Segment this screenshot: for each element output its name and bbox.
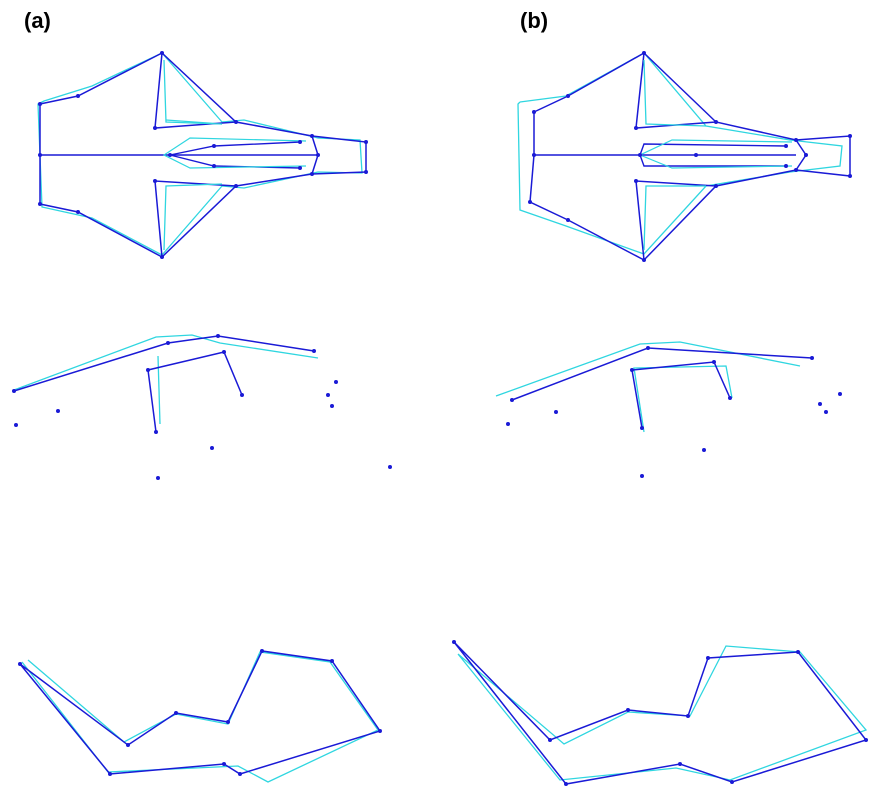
panel-a-top-reference-lower-notch xyxy=(163,183,223,251)
panel-a-side-fitted-points xyxy=(12,334,392,480)
panel-a-front-fitted-points xyxy=(18,649,382,776)
panel-a-top-fitted-points xyxy=(38,51,368,259)
panel-a-top-fitted-lower-notch xyxy=(154,180,237,258)
panel-a-side-view xyxy=(12,334,392,480)
panel-label-b: (b) xyxy=(520,8,549,33)
panel-b-top-reference-outline xyxy=(517,52,843,255)
panel-b-top-reference-lower-notch xyxy=(643,185,706,251)
panel-b xyxy=(452,51,868,786)
panel-b-front-fitted-points xyxy=(452,640,868,786)
panel-a-side-fitted-outline xyxy=(13,335,315,392)
panel-b-top-reference-inner-fork xyxy=(638,139,793,169)
panel-a-top-fitted-upper-notch xyxy=(154,52,237,129)
panel-b-front-view xyxy=(452,640,868,786)
panel-b-front-fitted-outline xyxy=(453,641,868,785)
panel-a-front-reference-outline xyxy=(21,651,379,783)
panel-b-top-fitted-lower-notch xyxy=(635,180,717,261)
panel-a-side-reference-inner xyxy=(157,355,161,425)
panel-a-side-reference-outline xyxy=(13,334,319,391)
panel-b-side-fitted-points xyxy=(506,346,842,478)
panel-b-side-reference-inner xyxy=(633,365,733,433)
panel-a-top-reference-inner-fork xyxy=(162,137,307,169)
panel-b-top-fitted-outline xyxy=(529,52,851,261)
panel-a-top-reference-upper-notch xyxy=(163,59,223,125)
panel-b-top-reference-upper-notch xyxy=(643,59,707,127)
panel-a xyxy=(12,51,392,783)
panel-b-top-fitted-points xyxy=(528,51,852,262)
panel-a-side-fitted-inner xyxy=(147,351,243,433)
panel-b-side-fitted-inner xyxy=(631,361,731,429)
panel-label-a: (a) xyxy=(24,8,51,33)
panel-b-side-view xyxy=(495,341,842,478)
panel-a-front-view xyxy=(18,649,382,783)
panel-a-top-view xyxy=(37,51,368,259)
panel-a-top-reference-outline xyxy=(37,52,363,256)
panel-a-front-fitted-outline xyxy=(19,650,382,775)
panel-b-top-view xyxy=(517,51,852,262)
